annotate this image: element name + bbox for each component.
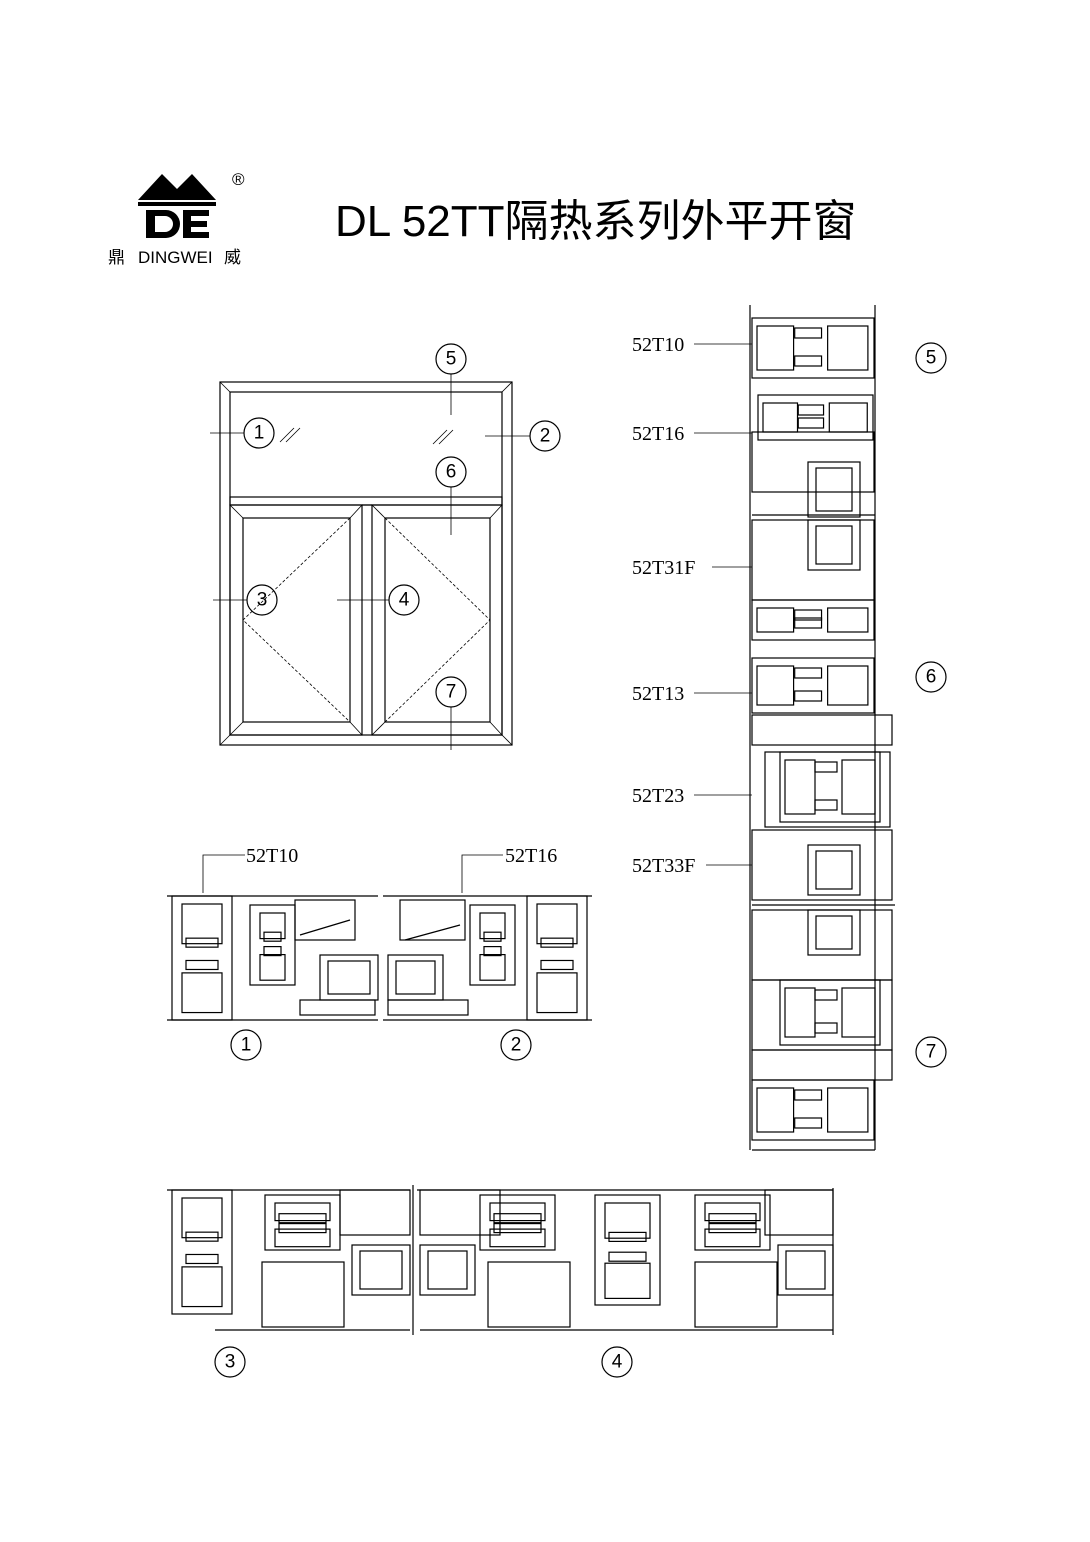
callout-number: 2 (511, 1035, 522, 1056)
company-logo: ® 鼎 DINGWEI 威 (108, 170, 245, 268)
callout-marker: 6 (915, 661, 947, 693)
callout-marker: 5 (435, 343, 467, 375)
callout-number: 5 (926, 348, 937, 369)
callout-markers: 1 2 3 4 5 6 7 1 2 3 4 5 6 7 (214, 342, 947, 1378)
logo-char-right: 威 (224, 248, 241, 268)
callout-number: 4 (399, 590, 410, 611)
callout-marker: 6 (435, 456, 467, 488)
callout-marker: 4 (601, 1346, 633, 1378)
callout-number: 1 (254, 423, 265, 444)
profile-code-label: 52T16 (505, 845, 557, 867)
profile-labels: 52T10 52T16 52T10 52T16 52T31F 52T13 52T23 52T3… (202, 334, 752, 893)
callout-number: 7 (446, 682, 457, 703)
profile-code-label: 52T10 (246, 845, 298, 867)
leader-line (202, 854, 245, 893)
callout-number: 1 (241, 1035, 252, 1056)
callout-marker: 3 (214, 1346, 246, 1378)
logo-char-left: 鼎 (108, 248, 125, 268)
glass-hatch-icon (279, 427, 454, 445)
callout-marker: 4 (388, 584, 420, 616)
window-elevation (210, 374, 530, 750)
callout-number: 6 (926, 667, 937, 688)
callout-number: 2 (540, 426, 551, 447)
callout-number: 4 (612, 1352, 623, 1373)
callout-marker: 7 (435, 676, 467, 708)
profile-sections (167, 305, 895, 1335)
callout-marker: 5 (915, 342, 947, 374)
callout-marker: 2 (529, 420, 561, 452)
callout-marker: 1 (243, 417, 275, 449)
logo-roof-icon (138, 174, 216, 200)
callout-marker: 7 (915, 1036, 947, 1068)
page-title: DL 52TT隔热系列外平开窗 (335, 197, 857, 246)
profile-code-label: 52T13 (632, 683, 684, 705)
profile-code-label: 52T31F (632, 557, 695, 579)
callout-number: 3 (257, 590, 268, 611)
logo-brand-text: DINGWEI (138, 248, 213, 267)
leader-line (461, 854, 503, 893)
profile-code-label: 52T23 (632, 785, 684, 807)
callout-marker: 1 (230, 1029, 262, 1061)
profile-code-label: 52T33F (632, 855, 695, 877)
profile-code-label: 52T16 (632, 423, 684, 445)
callout-number: 3 (225, 1352, 236, 1373)
callout-marker: 3 (246, 584, 278, 616)
profile-code-label: 52T10 (632, 334, 684, 356)
callout-number: 6 (446, 462, 457, 483)
callout-marker: 2 (500, 1029, 532, 1061)
registered-mark: ® (232, 170, 245, 189)
callout-number: 5 (446, 349, 457, 370)
callout-number: 7 (926, 1042, 937, 1063)
